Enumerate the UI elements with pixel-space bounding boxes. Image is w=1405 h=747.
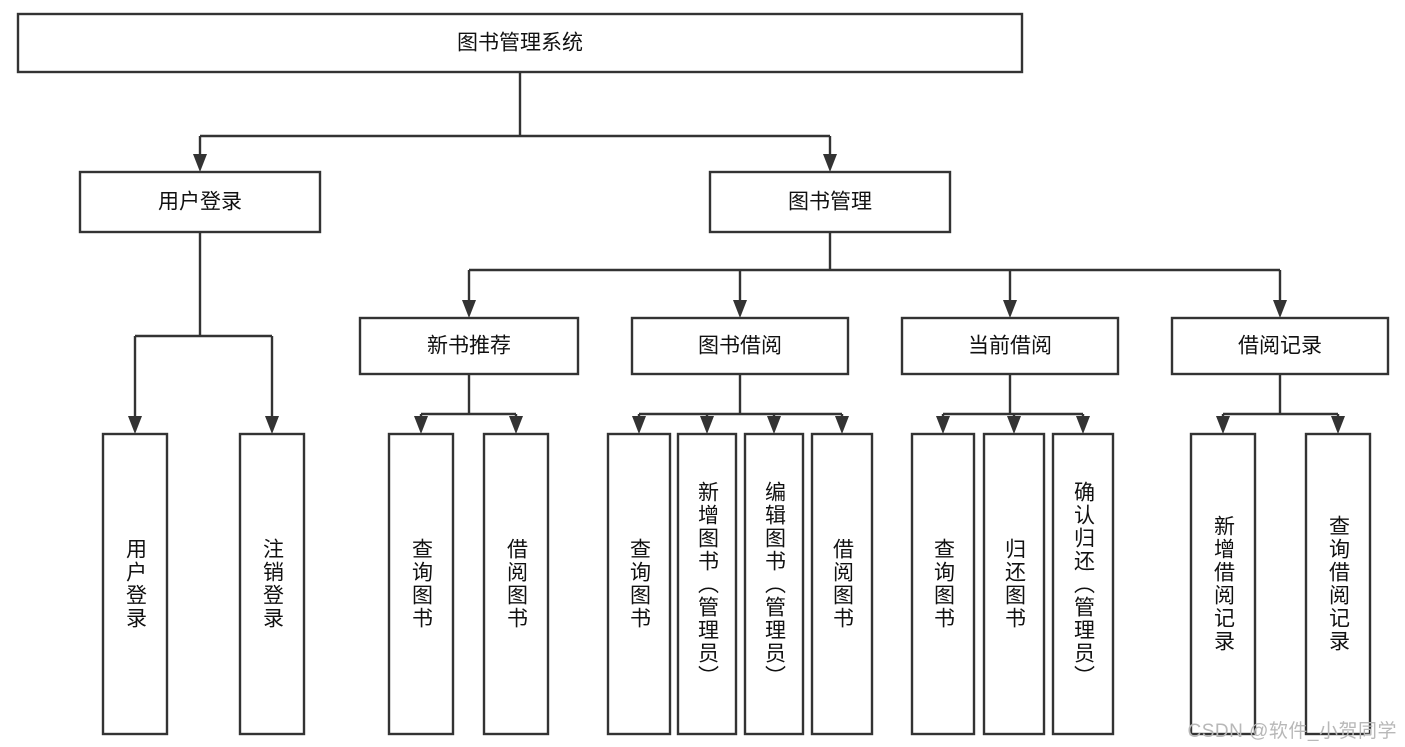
node-box-当前借阅[interactable]	[900, 316, 1120, 376]
node-box-图书借阅[interactable]	[630, 316, 850, 376]
boxes-layer	[16, 12, 1390, 736]
leaf-box-编辑图书管理员[interactable]	[743, 432, 805, 736]
user-leaf-connector-1-arrowhead	[265, 416, 279, 434]
leaf-box-用户登录[interactable]	[101, 432, 169, 736]
leaf-connector-2-1-arrowhead	[1007, 416, 1021, 434]
leaf-box-查询图书[interactable]	[910, 432, 976, 736]
level2-connector-0-arrowhead	[193, 154, 207, 172]
leaf-connector-3-0-arrowhead	[1216, 416, 1230, 434]
node-label-新书推荐: 新书推荐	[427, 335, 511, 358]
user-leaf-connector-0-arrowhead	[128, 416, 142, 434]
leaf-connector-1-2-arrowhead	[767, 416, 781, 434]
level3-connector-1-arrowhead	[733, 300, 747, 318]
leaf-connector-2-2-arrowhead	[1076, 416, 1090, 434]
level3-connector-0-arrowhead	[462, 300, 476, 318]
branch-box-用户登录[interactable]	[78, 170, 322, 234]
leaf-connector-1-0-arrowhead	[632, 416, 646, 434]
leaf-box-确认归还管理员[interactable]	[1051, 432, 1115, 736]
leaf-box-新增图书管理员[interactable]	[676, 432, 738, 736]
watermark-text: CSDN @软件_小贺同学	[1187, 721, 1397, 742]
branch-label-用户登录: 用户登录	[158, 191, 242, 214]
leaf-box-新增借阅记录[interactable]	[1189, 432, 1257, 736]
branch-box-图书管理[interactable]	[708, 170, 952, 234]
level2-connector-1-arrowhead	[823, 154, 837, 172]
leaf-box-借阅图书[interactable]	[810, 432, 874, 736]
leaf-connector-3-1-arrowhead	[1331, 416, 1345, 434]
leaf-box-借阅图书[interactable]	[482, 432, 550, 736]
leaf-connector-1-1-arrowhead	[700, 416, 714, 434]
node-label-借阅记录: 借阅记录	[1238, 335, 1322, 358]
branch-label-图书管理: 图书管理	[788, 191, 872, 214]
node-box-借阅记录[interactable]	[1170, 316, 1390, 376]
leaf-connector-0-1-arrowhead	[509, 416, 523, 434]
connectors-layer	[128, 72, 1345, 434]
leaf-box-查询借阅记录[interactable]	[1304, 432, 1372, 736]
leaf-box-查询图书[interactable]	[387, 432, 455, 736]
leaf-box-注销登录[interactable]	[238, 432, 306, 736]
node-label-当前借阅: 当前借阅	[968, 335, 1052, 358]
level3-connector-2-arrowhead	[1003, 300, 1017, 318]
level3-connector-3-arrowhead	[1273, 300, 1287, 318]
root-box-图书管理系统[interactable]	[16, 12, 1024, 74]
node-label-图书借阅: 图书借阅	[698, 335, 782, 358]
leaf-connector-2-0-arrowhead	[936, 416, 950, 434]
leaf-connector-1-3-arrowhead	[835, 416, 849, 434]
leaf-box-查询图书[interactable]	[606, 432, 672, 736]
node-box-新书推荐[interactable]	[358, 316, 580, 376]
leaf-connector-0-0-arrowhead	[414, 416, 428, 434]
leaf-box-归还图书[interactable]	[982, 432, 1046, 736]
root-label-图书管理系统: 图书管理系统	[457, 32, 583, 55]
